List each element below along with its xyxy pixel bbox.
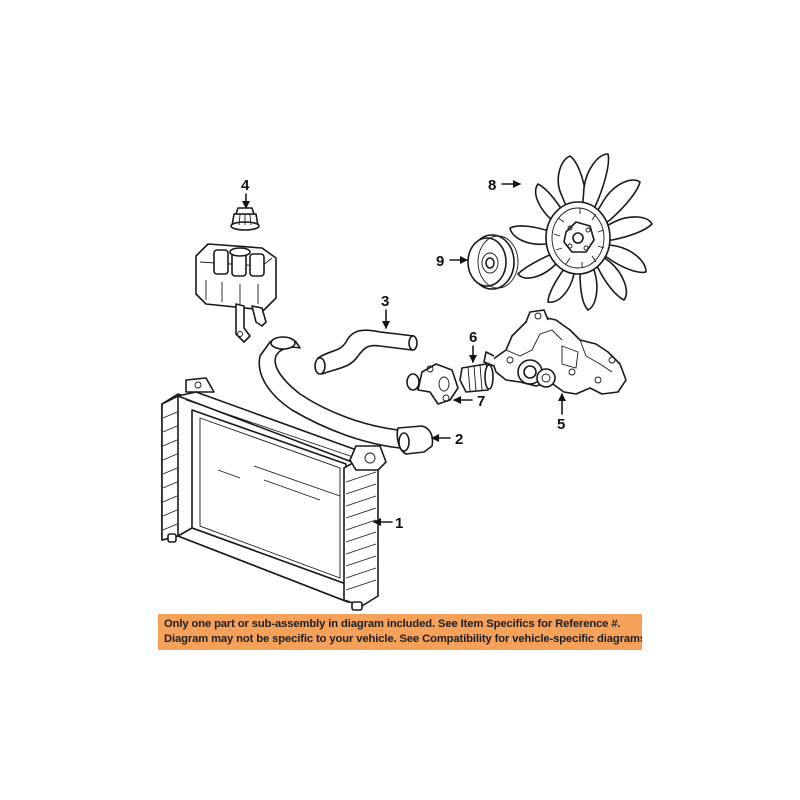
- callout-7: 7: [477, 393, 485, 410]
- disclaimer-line-1: Only one part or sub-assembly in diagram…: [164, 618, 621, 630]
- coolant-reservoir-part: [195, 243, 277, 343]
- callout-8: 8: [488, 177, 496, 194]
- radiator-cap-part: [230, 207, 260, 231]
- thermostat-housing-part: [406, 363, 459, 405]
- callout-4: 4: [241, 177, 250, 194]
- callout-6: 6: [469, 329, 477, 346]
- radiator-part: [161, 377, 387, 611]
- callout-5: 5: [557, 416, 565, 433]
- upper-radiator-hose-part: [314, 329, 418, 375]
- disclaimer-line-2: Diagram may not be specific to your vehi…: [164, 633, 642, 645]
- leader-arrows: [242, 180, 566, 526]
- cooling-fan-part: [509, 153, 653, 311]
- callout-3: 3: [381, 293, 389, 310]
- thermostat-part: [459, 363, 494, 393]
- callout-2: 2: [455, 431, 463, 448]
- callout-1: 1: [395, 515, 403, 532]
- lower-radiator-hose-part: [258, 336, 434, 455]
- water-pump-part: [483, 309, 627, 395]
- disclaimer-banner: Only one part or sub-assembly in diagram…: [158, 614, 642, 650]
- callout-9: 9: [436, 253, 444, 270]
- fan-pulley-part: [467, 234, 519, 290]
